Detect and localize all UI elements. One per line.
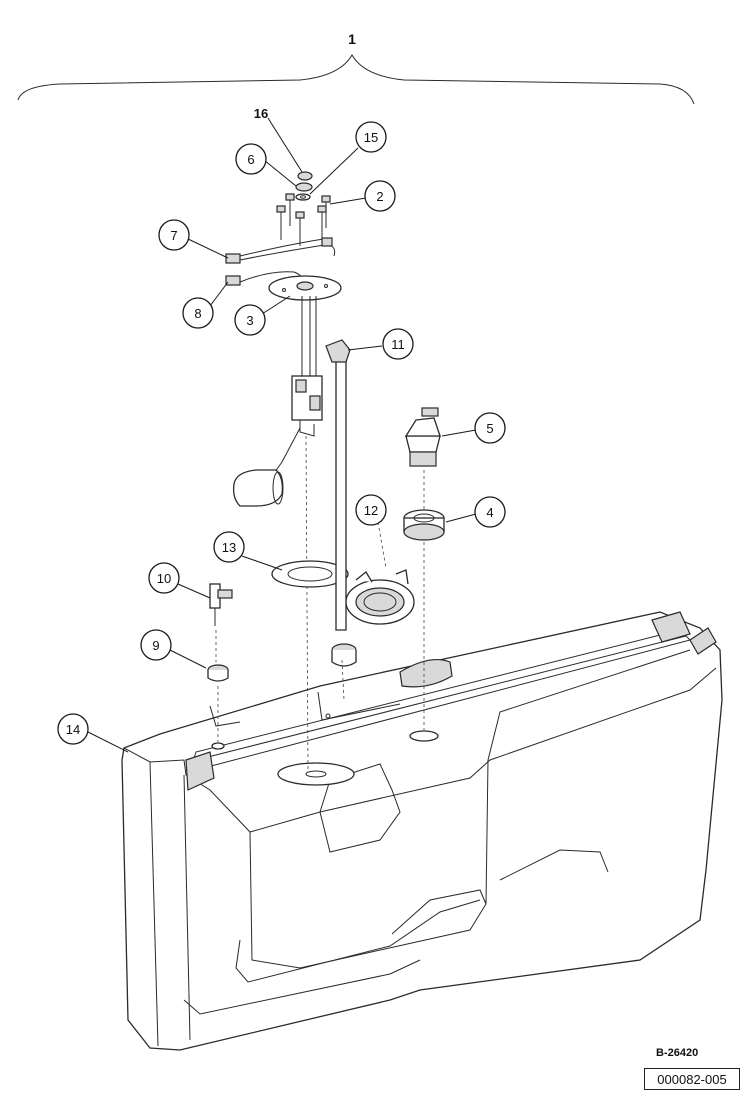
assembly-label: 1 [348,31,356,47]
svg-text:14: 14 [66,722,80,737]
svg-text:3: 3 [246,313,253,328]
callout-12: 12 [355,494,387,526]
leader-lines [87,117,477,753]
svg-text:11: 11 [391,337,405,352]
callout-13: 13 [213,531,245,563]
grommet-9 [207,664,229,682]
assembly-brace [17,53,695,105]
callout-3: 3 [234,304,266,336]
callout-9: 9 [140,629,172,661]
fuel-tank [121,611,723,1051]
svg-text:2: 2 [376,189,383,204]
grommet [403,509,445,541]
callout-5: 5 [474,412,506,444]
callout-6: 6 [235,143,267,175]
callout-15: 15 [355,121,387,153]
svg-text:7: 7 [170,228,177,243]
svg-text:4: 4 [486,505,493,520]
svg-text:12: 12 [364,503,378,518]
callout-4: 4 [474,496,506,528]
svg-text:9: 9 [152,638,159,653]
gasket [271,560,349,588]
callout-11: 11 [382,328,414,360]
wire-harness [225,237,336,291]
svg-text:15: 15 [364,130,378,145]
washer-6 [295,182,313,192]
callout-14: 14 [57,713,89,745]
svg-text:16: 16 [254,106,268,121]
svg-text:10: 10 [157,571,171,586]
lock-ring [345,569,415,625]
pickup-tube [335,357,347,631]
svg-text:6: 6 [247,152,254,167]
elbow-fitting [209,583,233,626]
callout-8: 8 [182,297,214,329]
svg-text:5: 5 [486,421,493,436]
cap-nut-16 [297,171,313,181]
callout-16: 16 [254,106,268,121]
callout-2: 2 [364,180,396,212]
drawing-reference: B-26420 [656,1047,699,1059]
callout-7: 7 [158,219,190,251]
svg-text:8: 8 [194,306,201,321]
washer-15 [295,193,311,201]
svg-text:13: 13 [222,540,236,555]
document-number: 000082-005 [644,1068,740,1090]
callout-10: 10 [148,562,180,594]
screws [276,193,331,246]
float [232,469,284,507]
vent-valve [404,407,441,467]
